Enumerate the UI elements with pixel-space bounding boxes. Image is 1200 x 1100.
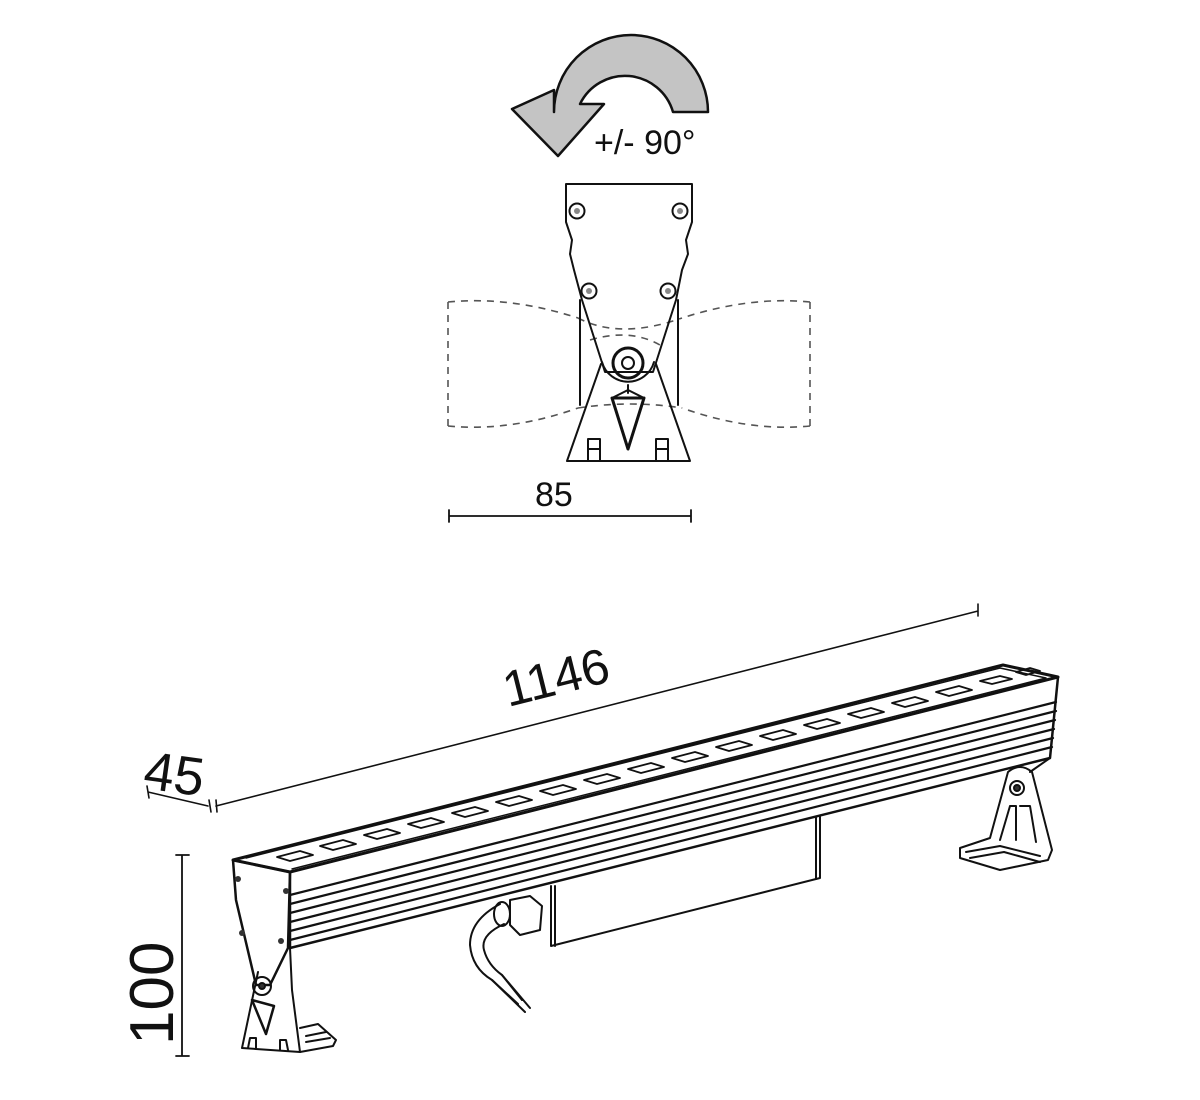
height-dimension	[175, 854, 190, 1057]
length-label: 1146	[497, 637, 615, 717]
width-dimension	[448, 509, 692, 523]
rotation-label: +/- 90°	[594, 124, 696, 162]
left-bracket	[241, 947, 337, 1053]
led-windows	[276, 667, 1041, 862]
depth-dimension	[146, 785, 212, 813]
cable-gland-icon	[469, 895, 543, 1013]
driver-box	[550, 815, 821, 947]
right-bracket	[959, 757, 1053, 871]
length-dimension	[215, 603, 979, 813]
screw-icon	[568, 202, 689, 300]
width-label: 85	[535, 476, 573, 514]
depth-label: 45	[140, 740, 208, 808]
end-view	[447, 183, 811, 462]
rotation-arrow-icon	[510, 33, 710, 158]
height-label: 100	[118, 942, 187, 1045]
luminaire-bar	[231, 663, 1060, 987]
